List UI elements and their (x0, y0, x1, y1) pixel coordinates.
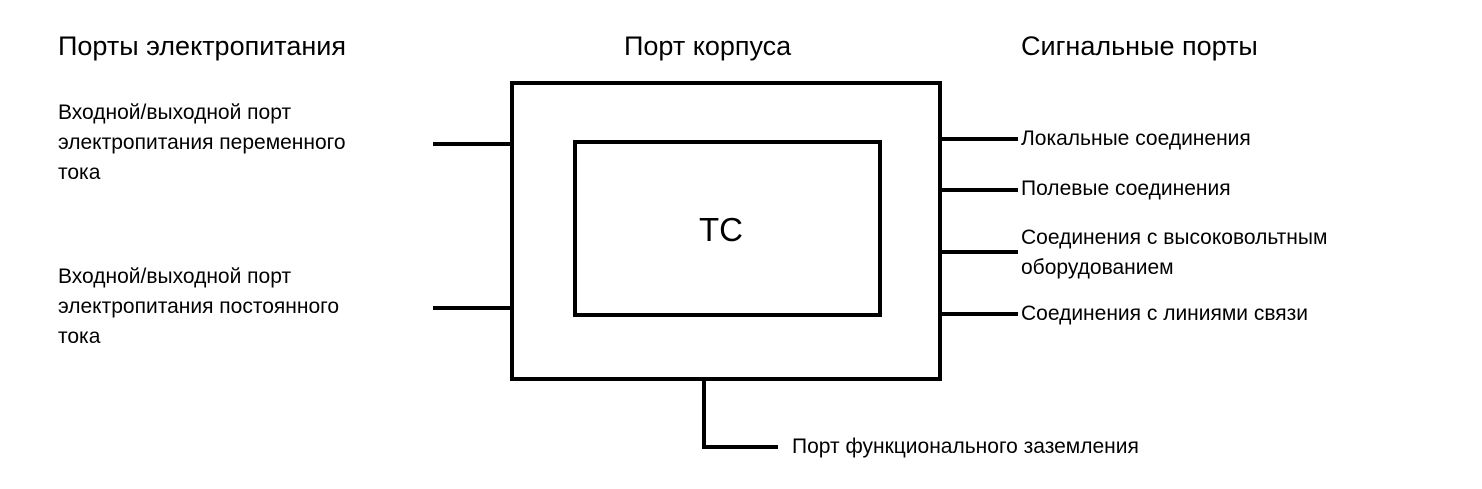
telecom-connections-line (940, 312, 1018, 316)
hv-connections-label: Соединения с высоковольтным оборудование… (1021, 223, 1327, 283)
ac-power-port-label-line3: тока (58, 161, 101, 184)
local-connections-line (940, 137, 1018, 141)
field-connections-label: Полевые соединения (1021, 177, 1231, 200)
ac-power-port-label: Входной/выходной порт электропитания пер… (58, 98, 346, 188)
hv-connections-label-line1: Соединения с высоковольтным (1021, 226, 1328, 249)
functional-earth-vertical-line (702, 379, 706, 449)
equipment-box (573, 140, 882, 317)
dc-power-port-label-line1: Входной/выходной порт (58, 265, 292, 288)
ac-power-port-line (433, 142, 512, 146)
hv-connections-line (940, 250, 1018, 254)
dc-power-port-line (433, 306, 512, 310)
local-connections-label: Локальные соединения (1021, 127, 1251, 150)
power-ports-header: Порты электропитания (58, 31, 346, 61)
telecom-connections-label: Соединения с линиями связи (1021, 302, 1309, 325)
dc-power-port-label: Входной/выходной порт электропитания пос… (58, 262, 339, 352)
ac-power-port-label-line1: Входной/выходной порт (58, 101, 292, 124)
enclosure-port-header: Порт корпуса (624, 31, 792, 61)
equipment-label: ТС (699, 211, 743, 248)
dc-power-port-label-line3: тока (58, 325, 101, 348)
ac-power-port-label-line2: электропитания переменного (58, 131, 346, 154)
dc-power-port-label-line2: электропитания постоянного (58, 295, 340, 318)
functional-earth-port-label: Порт функционального заземления (792, 435, 1139, 458)
field-connections-line (940, 188, 1018, 192)
functional-earth-horizontal-line (702, 445, 778, 449)
signal-ports-header: Сигнальные порты (1021, 31, 1258, 61)
hv-connections-label-line2: оборудованием (1021, 256, 1174, 279)
